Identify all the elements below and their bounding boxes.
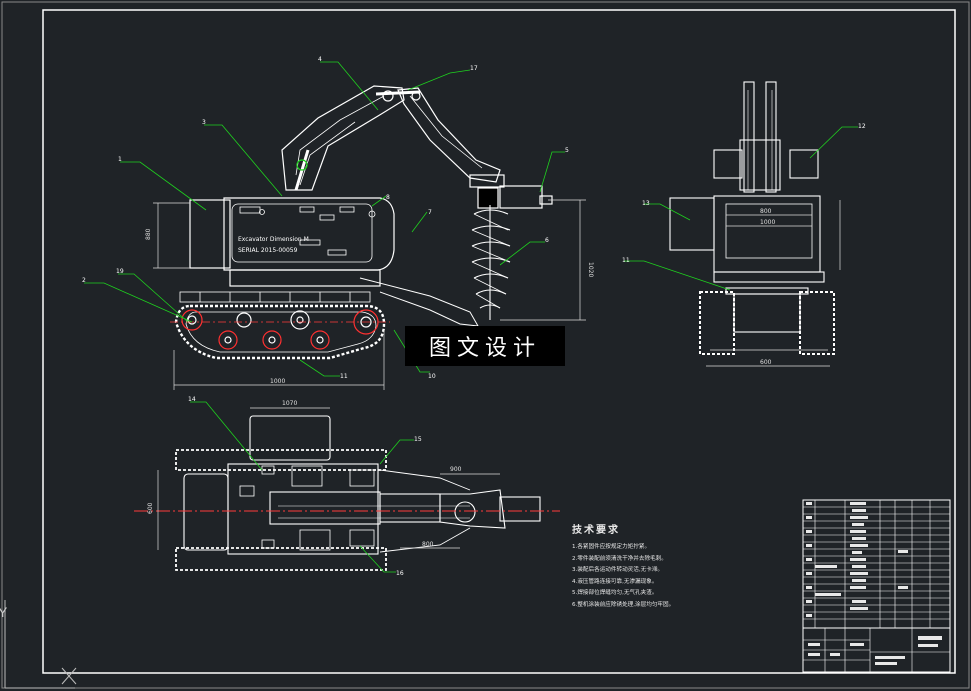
tech-note-2: 2.零件装配前须清洗干净并去除毛刺。 [572, 555, 667, 562]
balloon-11-front: 11 [622, 257, 630, 264]
side-dimensions [153, 199, 586, 390]
dim-top-width: 600 [147, 502, 154, 514]
right-track [799, 291, 835, 355]
parts-list-entries [806, 502, 942, 665]
technical-requirements: 技术要求 1.各紧固件应按规定力矩拧紧。 2.零件装配前须清洗干净并去除毛刺。 … [572, 521, 802, 611]
top-body [227, 463, 379, 555]
balloon-14: 14 [188, 396, 196, 403]
dim-top-blade: 800 [422, 541, 434, 548]
balloon-15: 15 [414, 436, 422, 443]
auger-drill-icon [471, 205, 511, 320]
dim-front-body: 1000 [760, 219, 775, 226]
balloon-13: 13 [642, 200, 650, 207]
ucs-icon [4, 600, 77, 689]
dim-front-inner: 800 [760, 208, 772, 215]
balloon-6: 6 [545, 237, 549, 244]
balloon-7: 7 [428, 209, 432, 216]
front-view [669, 81, 835, 355]
balloon-4: 4 [318, 56, 322, 63]
balloon-19: 19 [116, 268, 124, 275]
tech-notes-title: 技术要求 [572, 525, 620, 536]
top-leaders [190, 401, 414, 573]
side-view: Excavator Dimension M SERIAL 2015-00059 [170, 85, 553, 360]
balloon-5: 5 [565, 147, 569, 154]
balloon-12: 12 [858, 123, 866, 130]
tech-note-5: 5.焊接部位焊缝均匀,无气孔夹渣。 [572, 590, 658, 596]
svg-text:SERIAL 2015-00059: SERIAL 2015-00059 [238, 247, 298, 254]
side-leaders [84, 61, 565, 377]
front-leaders [624, 126, 858, 291]
left-track [699, 291, 735, 355]
parts-list [802, 499, 951, 673]
tech-note-4: 4.液压管路连接可靠,无渗漏现象。 [572, 578, 658, 585]
axis-label-y: Y [0, 604, 8, 620]
balloon-16: 16 [396, 570, 404, 577]
balloon-3: 3 [202, 119, 206, 126]
right-motor [789, 149, 819, 179]
body-plate-text: Excavator Dimension M [238, 236, 309, 243]
top-track-lower [175, 547, 387, 571]
top-balloons: 14 15 16 [188, 396, 422, 577]
balloon-11: 11 [340, 373, 348, 380]
balloon-2: 2 [82, 277, 86, 284]
dim-auger-length: 1020 [587, 262, 594, 277]
tech-note-6: 6.整机涂装前应除锈处理,涂层均匀牢固。 [572, 601, 675, 608]
front-balloons: 12 13 11 [622, 123, 866, 264]
balloon-10: 10 [428, 373, 436, 380]
dim-side-length: 1000 [270, 378, 285, 385]
top-track-upper [175, 449, 387, 471]
top-view [175, 415, 541, 571]
top-dimensions [157, 407, 500, 550]
left-motor [713, 149, 743, 179]
tech-note-3: 3.装配后各运动件转动灵活,无卡滞。 [572, 567, 664, 573]
balloon-1: 1 [118, 156, 122, 163]
upper-body [223, 197, 395, 271]
tech-note-1: 1.各紧固件应按规定力矩拧紧。 [572, 544, 651, 550]
drawing-frame [42, 9, 956, 674]
crawler-track-icon [174, 304, 386, 360]
dim-top-cab: 1070 [282, 400, 297, 407]
dim-side-height: 880 [145, 228, 152, 240]
dim-top-stick: 900 [450, 466, 462, 473]
stick [397, 87, 501, 183]
front-dimensions [706, 200, 841, 367]
auger-head [469, 174, 505, 188]
balloon-8: 8 [386, 194, 390, 201]
counterweight [189, 199, 231, 269]
road-wheels [181, 309, 379, 350]
side-balloons: 1 2 3 4 17 8 7 19 5 6 10 11 [82, 56, 569, 380]
dim-front-track: 600 [760, 359, 772, 366]
balloon-17: 17 [470, 65, 478, 72]
watermark-banner: 图文设计 [405, 326, 565, 366]
